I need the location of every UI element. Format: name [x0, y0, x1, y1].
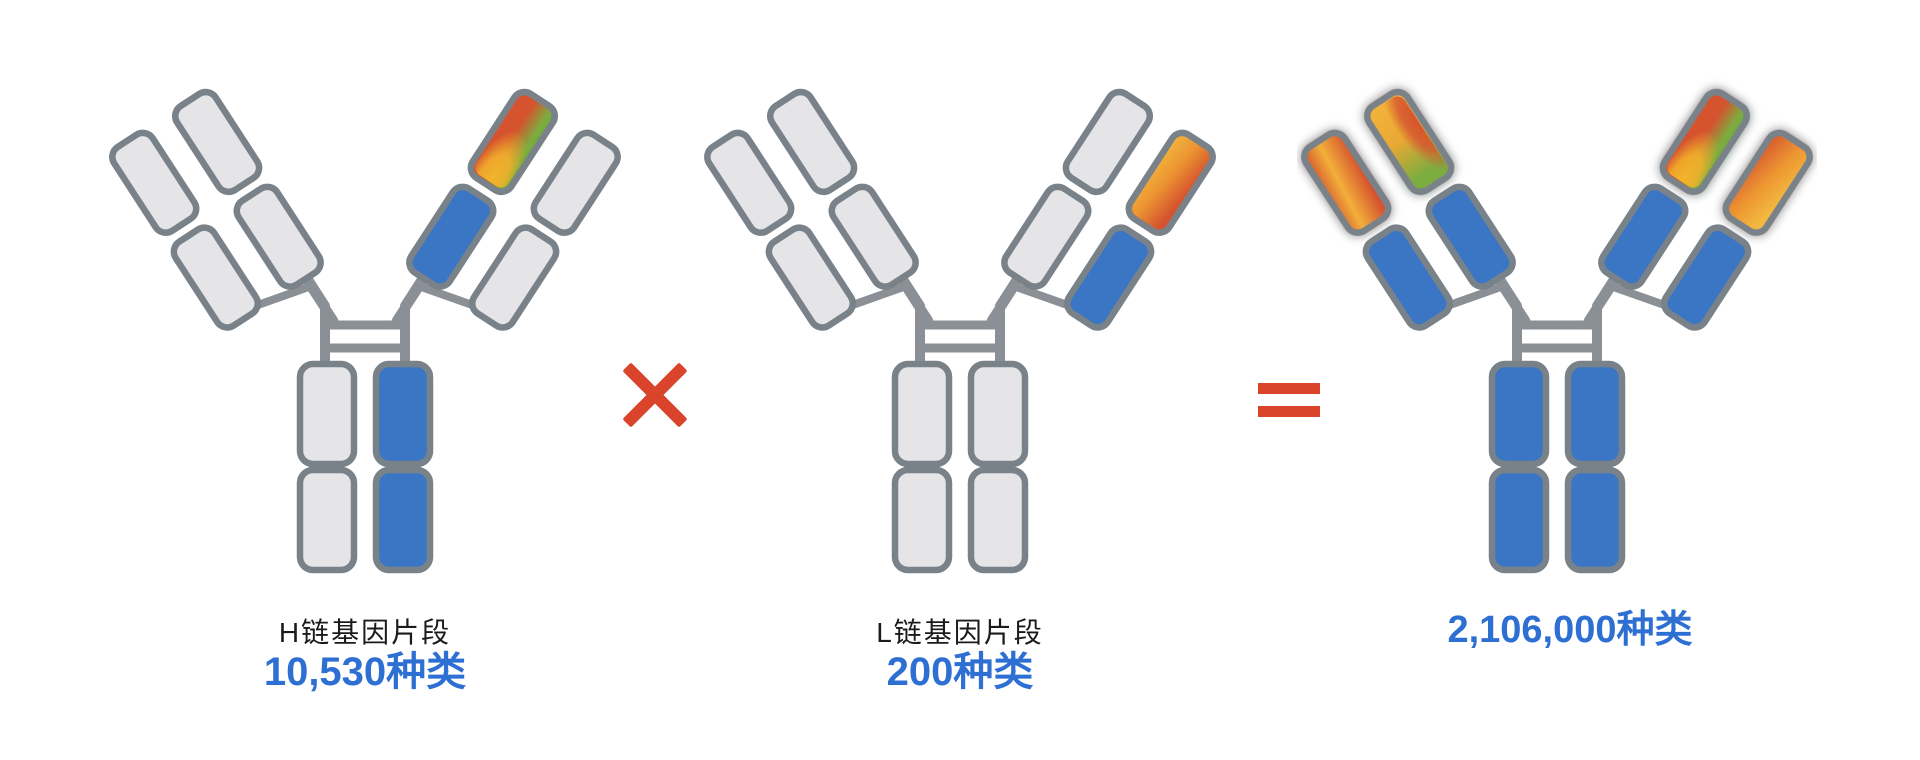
- left-arm: [1301, 88, 1531, 331]
- fc-body: [296, 360, 434, 574]
- antibody-diagram-h-chain: [109, 88, 621, 574]
- vl-gradient-segment: [1301, 129, 1392, 236]
- right-arm: [391, 88, 621, 331]
- h-chain-title: H链基因片段: [278, 617, 452, 648]
- right-arm: [1583, 88, 1813, 331]
- fc-body: [1488, 360, 1626, 574]
- vh-gradient-segment: [467, 88, 559, 196]
- l-chain-title: L链基因片段: [876, 617, 1044, 648]
- vl-gradient-segment: [1722, 129, 1813, 236]
- hinge-skeleton: [1485, 259, 1629, 373]
- hinge-skeleton: [293, 259, 437, 373]
- antibody-diagram-l-chain: [704, 88, 1216, 574]
- right-arm: [986, 88, 1216, 331]
- vh-gradient-segment: [1659, 88, 1751, 196]
- caption-h-chain: H链基因片段 10,530种类: [105, 616, 625, 694]
- h-chain-count: 10,530种类: [263, 650, 467, 694]
- l-chain-count: 200种类: [886, 650, 1034, 694]
- antibody-diagram-result: [1301, 88, 1813, 574]
- caption-result: 2,106,000种类: [1310, 608, 1830, 652]
- equals-operator: =: [1258, 383, 1320, 429]
- multiply-operator: ×: [613, 353, 697, 437]
- hinge-skeleton: [888, 259, 1032, 373]
- left-arm: [704, 88, 934, 331]
- left-arm: [109, 88, 339, 331]
- vl-gradient-segment: [1125, 129, 1216, 236]
- result-count: 2,106,000种类: [1447, 609, 1693, 651]
- vh-gradient-segment: [1363, 88, 1455, 196]
- caption-l-chain: L链基因片段 200种类: [700, 616, 1220, 694]
- fc-body: [891, 360, 1029, 574]
